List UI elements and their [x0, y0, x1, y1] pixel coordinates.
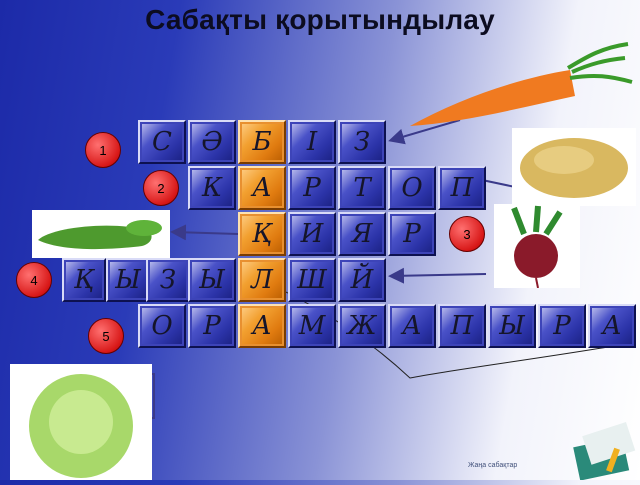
cell-letter: Р	[553, 311, 571, 341]
potato-image	[512, 128, 636, 206]
crossword-cell: Р	[288, 166, 336, 210]
crossword-cell: Қ	[238, 212, 286, 256]
cucumber-image	[32, 210, 170, 258]
crossword-cell: П	[438, 304, 486, 348]
cell-letter: М	[298, 311, 326, 341]
crossword-cell: З	[338, 120, 386, 164]
cell-letter: Қ	[251, 219, 273, 249]
crossword-cell: Й	[338, 258, 386, 302]
cell-letter: Л	[251, 265, 273, 295]
page-title: Сабақты қорытындылау	[145, 4, 495, 35]
clue-number-5: 5	[88, 318, 124, 354]
cell-letter: І	[306, 127, 318, 157]
crossword-cell: О	[388, 166, 436, 210]
cell-letter: А	[252, 173, 272, 203]
crossword-cell: Р	[188, 304, 236, 348]
cell-letter: Ж	[347, 311, 377, 341]
clue-number-3: 3	[449, 216, 485, 252]
cell-letter: А	[402, 311, 422, 341]
crossword-cell: Р	[388, 212, 436, 256]
crossword-cell: Т	[338, 166, 386, 210]
clue-number-4: 4	[16, 262, 52, 298]
cell-letter: Р	[203, 311, 221, 341]
cell-letter: Я	[351, 219, 373, 249]
cell-letter: К	[201, 173, 223, 203]
cell-letter: А	[602, 311, 622, 341]
cell-letter: Ш	[297, 265, 327, 295]
cell-letter: З	[353, 127, 371, 157]
crossword-cell: Ж	[338, 304, 386, 348]
crossword-cell: Ш	[288, 258, 336, 302]
crossword-cell: Ы	[188, 258, 236, 302]
crossword-cell: П	[438, 166, 486, 210]
crossword-cell: Ы	[106, 258, 150, 302]
crossword-cell: А	[238, 304, 286, 348]
cell-letter: Ы	[499, 311, 525, 341]
cell-letter: Т	[353, 173, 371, 203]
crossword-cell: Ә	[188, 120, 236, 164]
cell-letter: И	[300, 219, 324, 249]
crossword-cell: А	[588, 304, 636, 348]
crossword-cell: І	[288, 120, 336, 164]
cell-letter: Р	[303, 173, 321, 203]
cell-letter: П	[450, 311, 474, 341]
crossword-cell: Б	[238, 120, 286, 164]
crossword-cell: С	[138, 120, 186, 164]
cell-letter: С	[152, 127, 172, 157]
cell-letter: Й	[350, 265, 374, 295]
cell-letter: О	[151, 311, 173, 341]
carrot-image	[410, 42, 633, 126]
cell-letter: Р	[403, 219, 421, 249]
crossword-cell: А	[238, 166, 286, 210]
cell-letter: П	[450, 173, 474, 203]
crossword-cell: Ы	[488, 304, 536, 348]
cell-letter: З	[159, 265, 177, 295]
cell-letter: Ы	[115, 265, 141, 295]
clue-number-2: 2	[143, 170, 179, 206]
beet-image	[494, 204, 580, 289]
crossword-cell: З	[146, 258, 190, 302]
footer-caption: Жаңа сабақтар	[468, 462, 518, 469]
crossword-cell: Л	[238, 258, 286, 302]
cabbage-image	[10, 364, 152, 480]
cell-letter: Қ	[73, 265, 95, 295]
cell-letter: Б	[252, 127, 272, 157]
crossword-cell: Қ	[62, 258, 106, 302]
crossword-cell: И	[288, 212, 336, 256]
crossword-cell: А	[388, 304, 436, 348]
crossword-cell: М	[288, 304, 336, 348]
crossword-cell: О	[138, 304, 186, 348]
clue-number-1: 1	[85, 132, 121, 168]
cell-letter: О	[401, 173, 423, 203]
crossword-cell: Я	[338, 212, 386, 256]
books-image	[573, 421, 636, 480]
cell-letter: Ы	[199, 265, 225, 295]
cell-letter: А	[252, 311, 272, 341]
crossword-cell: Р	[538, 304, 586, 348]
crossword-cell: К	[188, 166, 236, 210]
cell-letter: Ә	[201, 127, 223, 157]
